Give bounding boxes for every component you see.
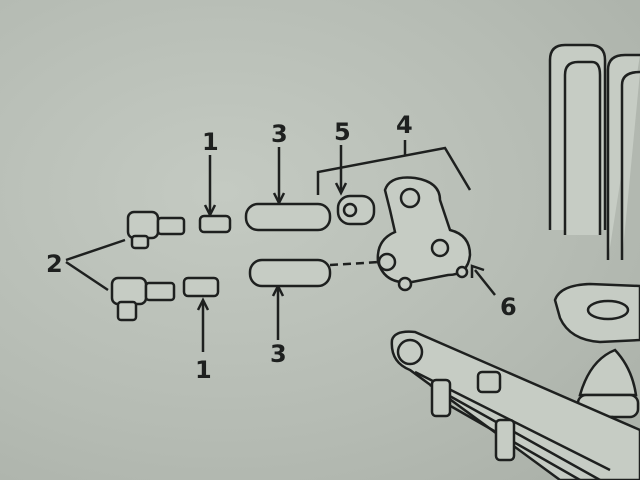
callout-4: 4 bbox=[396, 111, 413, 139]
bushing-5-bore bbox=[342, 202, 358, 218]
callout-3-top: 3 bbox=[271, 120, 288, 148]
leaf-spring bbox=[390, 330, 640, 480]
callout-5: 5 bbox=[334, 118, 351, 146]
elbow-fitting-top bbox=[126, 210, 186, 250]
spring-plate bbox=[553, 282, 640, 344]
u-bolts bbox=[548, 43, 640, 260]
callout-1-bottom: 1 bbox=[195, 356, 212, 384]
elbow-fitting-bottom bbox=[110, 276, 176, 322]
callout-6: 6 bbox=[500, 293, 517, 321]
grease-fitting-top bbox=[198, 214, 232, 234]
grease-fitting-bottom bbox=[182, 276, 220, 298]
callout-2: 2 bbox=[46, 250, 63, 278]
shackle-assembly bbox=[376, 176, 472, 292]
callout-3-bottom: 3 bbox=[270, 340, 287, 368]
bushing-top bbox=[244, 202, 332, 232]
callout-1-top: 1 bbox=[202, 128, 219, 156]
bushing-bottom bbox=[248, 258, 332, 288]
